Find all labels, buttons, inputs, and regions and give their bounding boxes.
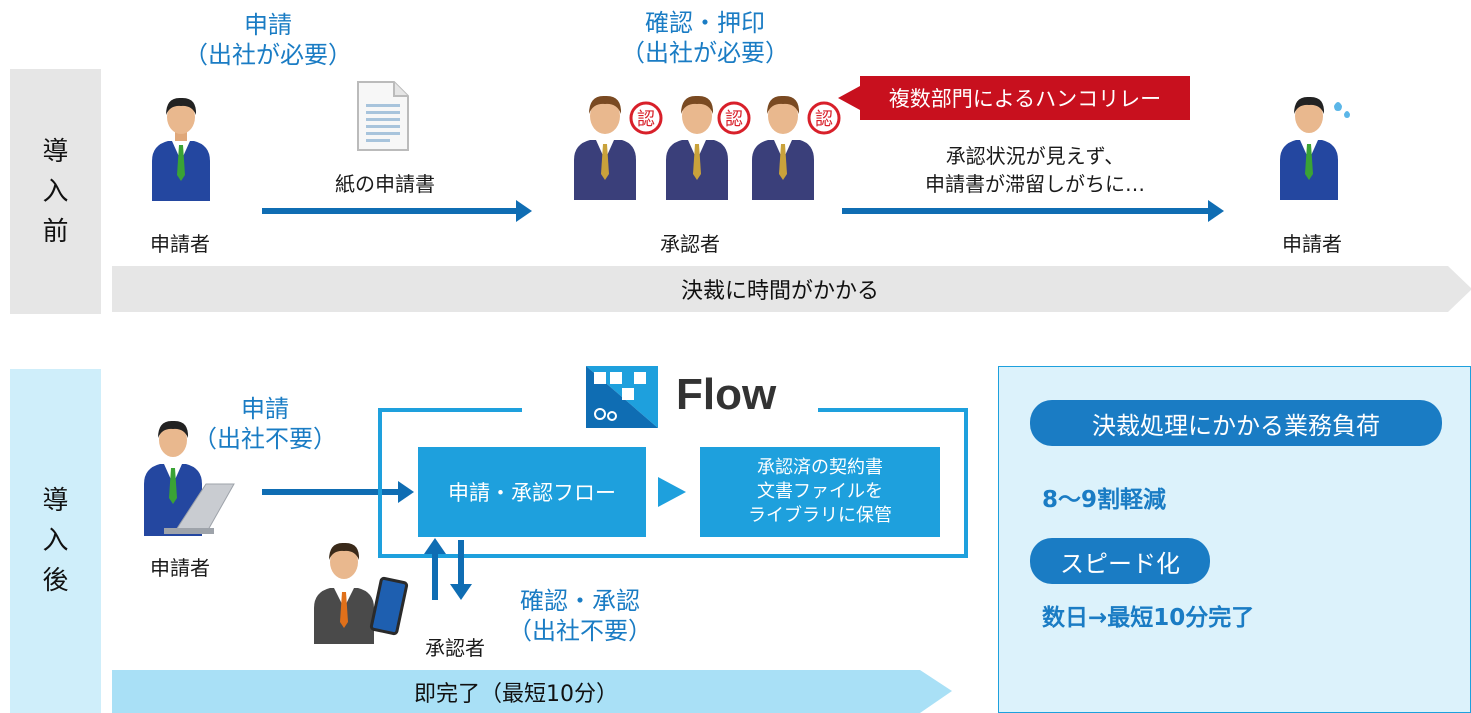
benefit-result-speed: 数日→最短10分完了 xyxy=(1042,605,1255,631)
stamp-2-icon: 認 xyxy=(717,101,751,135)
after-side-char-3: 後 xyxy=(42,566,69,596)
storage-line3: ライブラリに保管 xyxy=(748,505,892,526)
paper-document-icon xyxy=(357,81,409,151)
relay-callout: 複数部門によるハンコリレー xyxy=(860,76,1190,120)
after-banner: 即完了（最短10分） xyxy=(414,681,618,707)
approval-flow-box: 申請・承認フロー xyxy=(418,447,646,537)
flow-next-triangle-icon xyxy=(658,477,686,507)
benefit-pill-workload: 決裁処理にかかる業務負荷 xyxy=(1030,400,1442,446)
after-applicant-laptop-icon xyxy=(144,420,235,536)
before-banner-shape xyxy=(112,266,1471,312)
before-apply-title-line1: 申請 xyxy=(244,11,292,39)
before-final-applicant-icon xyxy=(1280,96,1350,200)
before-side-label: 導 入 前 xyxy=(10,69,101,314)
before-approve-title-line1: 確認・押印 xyxy=(645,9,765,37)
after-apply-title: 申請 （出社不要） xyxy=(180,394,350,454)
after-applicant-label: 申請者 xyxy=(150,556,210,580)
relay-callout-pointer xyxy=(838,86,860,110)
before-approver-label: 承認者 xyxy=(660,232,720,256)
svg-text:認: 認 xyxy=(725,109,743,130)
benefit-pill-speed: スピード化 xyxy=(1030,538,1210,584)
before-arrow-1 xyxy=(262,208,518,214)
approver-3-icon xyxy=(752,95,814,200)
after-approve-title-line1: 確認・承認 xyxy=(520,587,640,615)
after-apply-title-line2: （出社不要） xyxy=(193,425,337,453)
after-approver-label: 承認者 xyxy=(425,636,485,660)
svg-text:認: 認 xyxy=(815,109,833,130)
approver-2-icon xyxy=(666,95,728,200)
before-banner: 決裁に時間がかかる xyxy=(680,279,879,304)
before-side-char-3: 前 xyxy=(42,216,69,247)
flow-logo-gap xyxy=(522,396,818,426)
after-side-char-1: 導 xyxy=(42,486,69,516)
before-side-char-1: 導 xyxy=(42,136,69,167)
after-side-char-2: 入 xyxy=(42,526,69,556)
stall-note-line2: 申請書が滞留しがちに… xyxy=(925,172,1145,196)
down-arrow-shaft xyxy=(458,540,464,586)
before-arrow-1-head xyxy=(516,200,532,222)
after-arrow-in xyxy=(262,489,400,495)
before-approve-title: 確認・押印 （出社が必要） xyxy=(590,8,820,68)
storage-line2: 文書ファイルを xyxy=(757,481,883,502)
flow-logo-text: Flow xyxy=(676,370,777,419)
after-approver-phone-icon xyxy=(314,542,409,644)
stamp-3-icon: 認 xyxy=(807,101,841,135)
stamp-1-icon: 認 xyxy=(629,101,663,135)
approvers-group-icon: 認 認 認 xyxy=(574,95,841,200)
after-side-label: 導 入 後 xyxy=(10,369,101,713)
after-arrow-in-head xyxy=(398,481,414,503)
after-apply-title-line1: 申請 xyxy=(241,395,289,423)
after-approve-title: 確認・承認 （出社不要） xyxy=(490,586,670,646)
stall-note: 承認状況が見えず、 申請書が滞留しがちに… xyxy=(880,142,1190,198)
approver-1-icon xyxy=(574,95,636,200)
stall-note-line1: 承認状況が見えず、 xyxy=(945,144,1125,168)
paper-label: 紙の申請書 xyxy=(335,172,435,196)
storage-box: 承認済の契約書 文書ファイルを ライブラリに保管 xyxy=(700,447,940,537)
up-arrow-icon xyxy=(424,538,446,554)
storage-line1: 承認済の契約書 xyxy=(757,457,883,478)
before-side-char-2: 入 xyxy=(42,176,69,207)
after-approve-title-line2: （出社不要） xyxy=(508,617,652,645)
before-approve-title-line2: （出社が必要） xyxy=(621,39,789,67)
up-arrow-shaft xyxy=(432,552,438,600)
benefit-result-workload: 8〜9割軽減 xyxy=(1042,487,1167,513)
svg-text:認: 認 xyxy=(637,109,655,130)
before-apply-title-line2: （出社が必要） xyxy=(184,41,352,69)
after-banner-shape xyxy=(112,670,952,713)
down-arrow-icon xyxy=(450,584,472,600)
before-applicant-label: 申請者 xyxy=(150,232,210,256)
flow-logo-icon xyxy=(586,366,658,428)
before-apply-title: 申請 （出社が必要） xyxy=(168,10,368,70)
before-final-applicant-label: 申請者 xyxy=(1282,232,1342,256)
before-arrow-2-head xyxy=(1208,200,1224,222)
before-applicant-icon xyxy=(152,97,210,201)
before-arrow-2 xyxy=(842,208,1210,214)
